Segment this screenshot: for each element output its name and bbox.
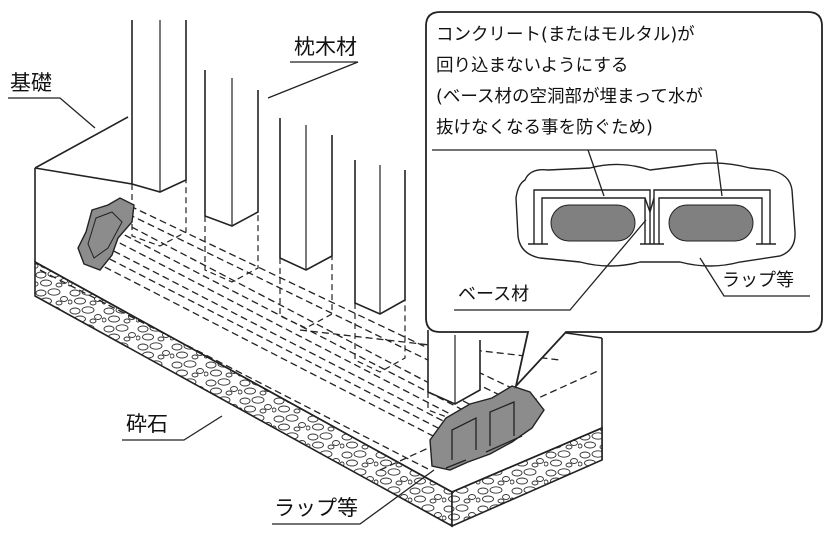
- callout-line-1: コンクリート(またはモルタル)が: [436, 25, 695, 45]
- hollow-right: [668, 204, 754, 242]
- sleeper-post-5: [427, 330, 481, 405]
- leader-base-material: [454, 219, 647, 311]
- leader-gravel: [122, 415, 223, 441]
- label-sleeper: 枕木材: [294, 35, 357, 59]
- sleeper-post-1: [131, 20, 187, 193]
- callout-line-3: (ベース材の空洞部が埋まって水が: [436, 87, 703, 107]
- base-material-profile: [528, 189, 776, 245]
- label-base-material: ベース材: [458, 284, 530, 305]
- hollow-left: [550, 204, 636, 242]
- leader-sleeper: [267, 61, 359, 99]
- foundation-top-back-edge: [34, 116, 129, 169]
- wrap-right: [429, 385, 545, 471]
- label-wrap-callout: ラップ等: [722, 270, 794, 291]
- leader-lines: [8, 61, 810, 525]
- label-foundation: 基礎: [10, 71, 52, 95]
- callout-line-2: 回り込まないようにする: [436, 56, 629, 76]
- leader-wrap-callout: [699, 257, 810, 297]
- foundation-front-top-edge: [34, 167, 133, 185]
- callout-line-4: 抜けなくなる事を防ぐため): [436, 118, 653, 138]
- leader-wrap-bottom: [272, 469, 435, 525]
- leader-foundation: [8, 97, 96, 129]
- wrap-left: [77, 197, 135, 271]
- sleeper-posts: [131, 20, 481, 405]
- foundation-bottom-edge: [34, 261, 603, 493]
- label-gravel: 砕石: [126, 412, 168, 436]
- callout-text: コンクリート(またはモルタル)が 回り込まないようにする (ベース材の空洞部が埋…: [436, 20, 816, 144]
- leader-callout-right: [715, 149, 723, 197]
- label-wrap-bottom: ラップ等: [274, 496, 358, 520]
- leader-callout-left: [587, 149, 605, 197]
